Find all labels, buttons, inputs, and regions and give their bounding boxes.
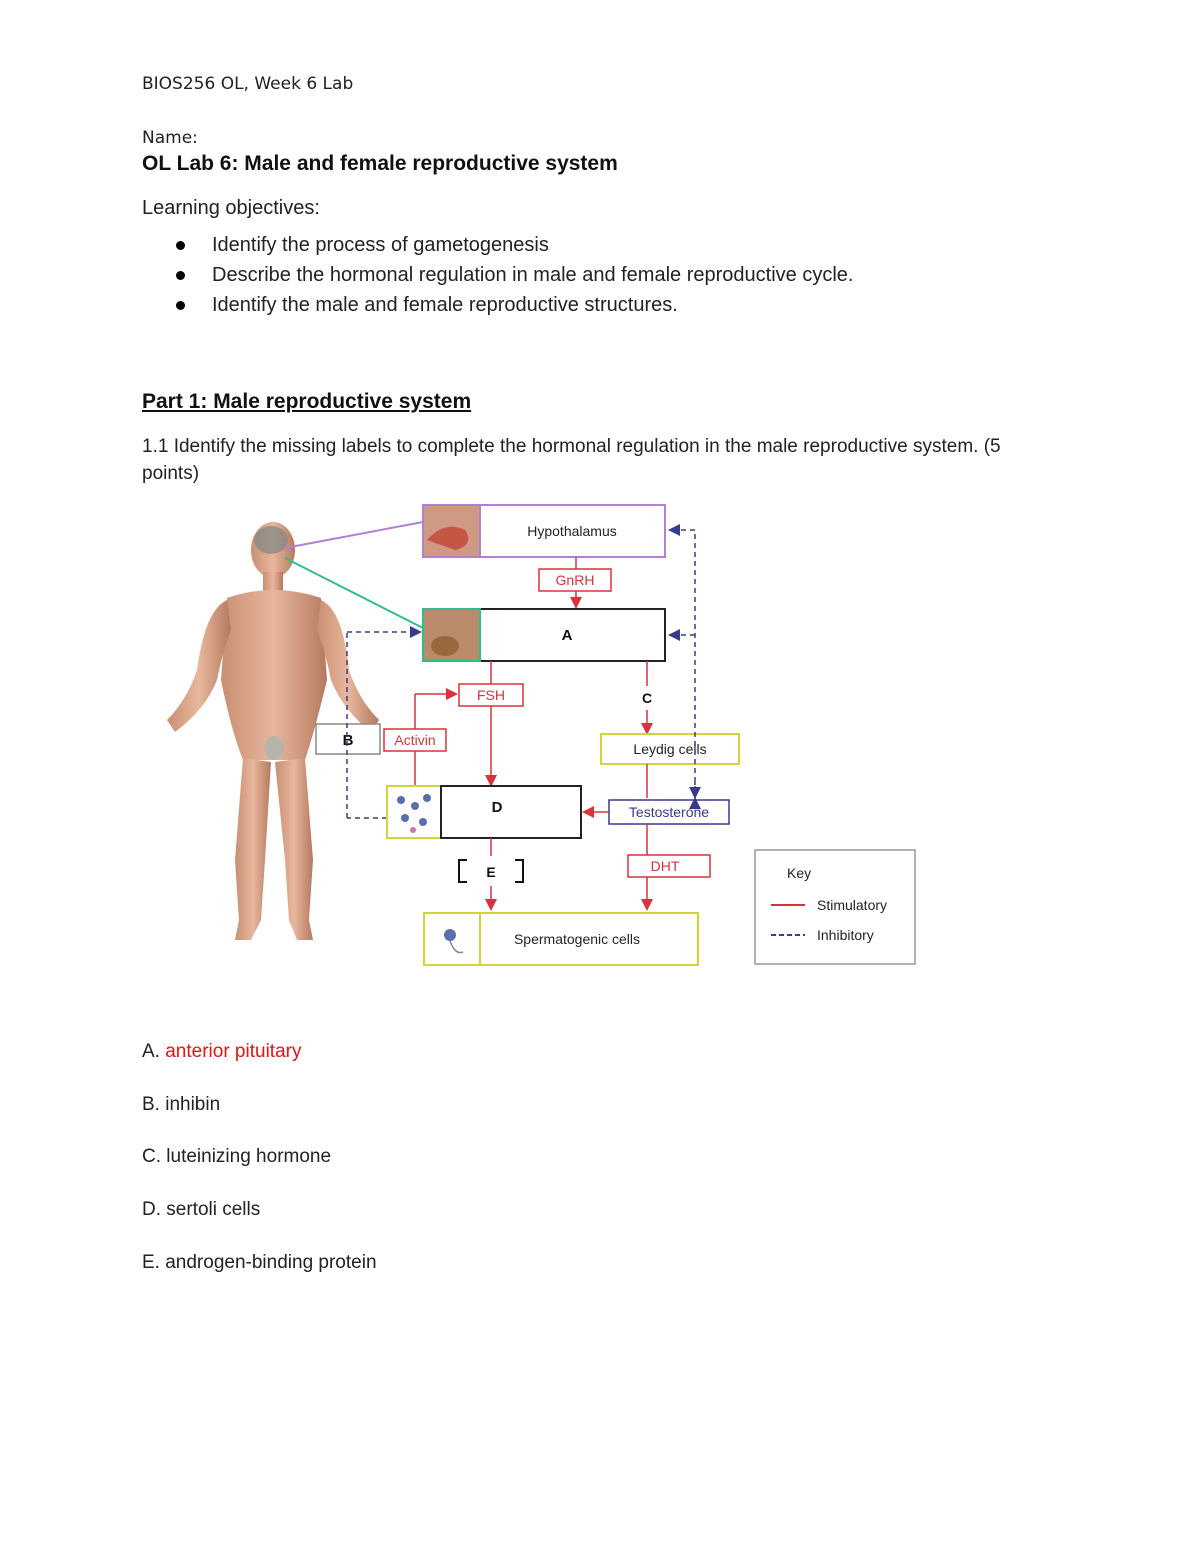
testosterone-label: Testosterone: [629, 804, 709, 820]
name-label: Name:: [142, 128, 198, 148]
answer-b-value: inhibin: [165, 1094, 220, 1115]
diagram-key: Key Stimulatory Inhibitory: [755, 850, 915, 964]
hypothalamus-label: Hypothalamus: [527, 523, 617, 539]
hormonal-regulation-diagram: Hypothalamus GnRH A FSH C Leydig cells B…: [165, 500, 925, 980]
box-b-label: B: [343, 732, 354, 749]
spermatogenic-label: Spermatogenic cells: [514, 931, 640, 947]
key-inhibitory: Inhibitory: [817, 927, 874, 943]
objectives-list: Identify the process of gametogenesis De…: [142, 230, 853, 320]
gnrh-label: GnRH: [556, 572, 595, 588]
part1-heading: Part 1: Male reproductive system: [142, 390, 471, 414]
leydig-cells-box: Leydig cells: [601, 734, 739, 764]
testosterone-box: Testosterone: [609, 800, 729, 824]
answer-e-value: androgen-binding protein: [165, 1252, 376, 1273]
gnrh-box: GnRH: [539, 569, 611, 591]
answer-c: C. luteinizing hormone: [142, 1146, 331, 1168]
spermatogenic-cells-box: Spermatogenic cells: [424, 913, 698, 965]
label-e: E: [486, 864, 495, 880]
box-a-label: A: [562, 627, 573, 644]
anterior-pituitary-box-a: A: [423, 609, 665, 661]
course-header: BIOS256 OL, Week 6 Lab: [142, 74, 353, 94]
answer-d-value: sertoli cells: [166, 1199, 260, 1220]
objectives-heading: Learning objectives:: [142, 197, 320, 220]
answer-b: B. inhibin: [142, 1094, 220, 1116]
question-1-1: 1.1 Identify the missing labels to compl…: [142, 433, 1042, 487]
objective-item: Identify the process of gametogenesis: [142, 230, 853, 260]
key-title: Key: [787, 865, 811, 881]
activin-label: Activin: [394, 732, 435, 748]
fsh-label: FSH: [477, 687, 505, 703]
answer-a-value: anterior pituitary: [165, 1041, 301, 1062]
answer-c-value: luteinizing hormone: [166, 1146, 331, 1167]
fsh-box: FSH: [459, 684, 523, 706]
page-title: OL Lab 6: Male and female reproductive s…: [142, 152, 618, 176]
label-c: C: [642, 690, 652, 706]
sertoli-cells-box-d: D: [387, 786, 581, 838]
box-d-label: D: [492, 799, 503, 816]
key-stimulatory: Stimulatory: [817, 897, 887, 913]
answer-d: D. sertoli cells: [142, 1199, 260, 1221]
objective-item: Describe the hormonal regulation in male…: [142, 260, 853, 290]
bullet-icon: [176, 271, 185, 280]
hypothalamus-box: Hypothalamus: [423, 505, 665, 557]
bullet-icon: [176, 301, 185, 310]
box-b: B: [316, 724, 380, 754]
dht-label: DHT: [651, 858, 680, 874]
objective-item: Identify the male and female reproductiv…: [142, 290, 853, 320]
activin-box: Activin: [384, 729, 446, 751]
answer-e: E. androgen-binding protein: [142, 1252, 377, 1274]
answer-a: A. anterior pituitary: [142, 1041, 301, 1063]
dht-box: DHT: [628, 855, 710, 877]
label-e-bracket: E: [459, 860, 523, 882]
bullet-icon: [176, 241, 185, 250]
